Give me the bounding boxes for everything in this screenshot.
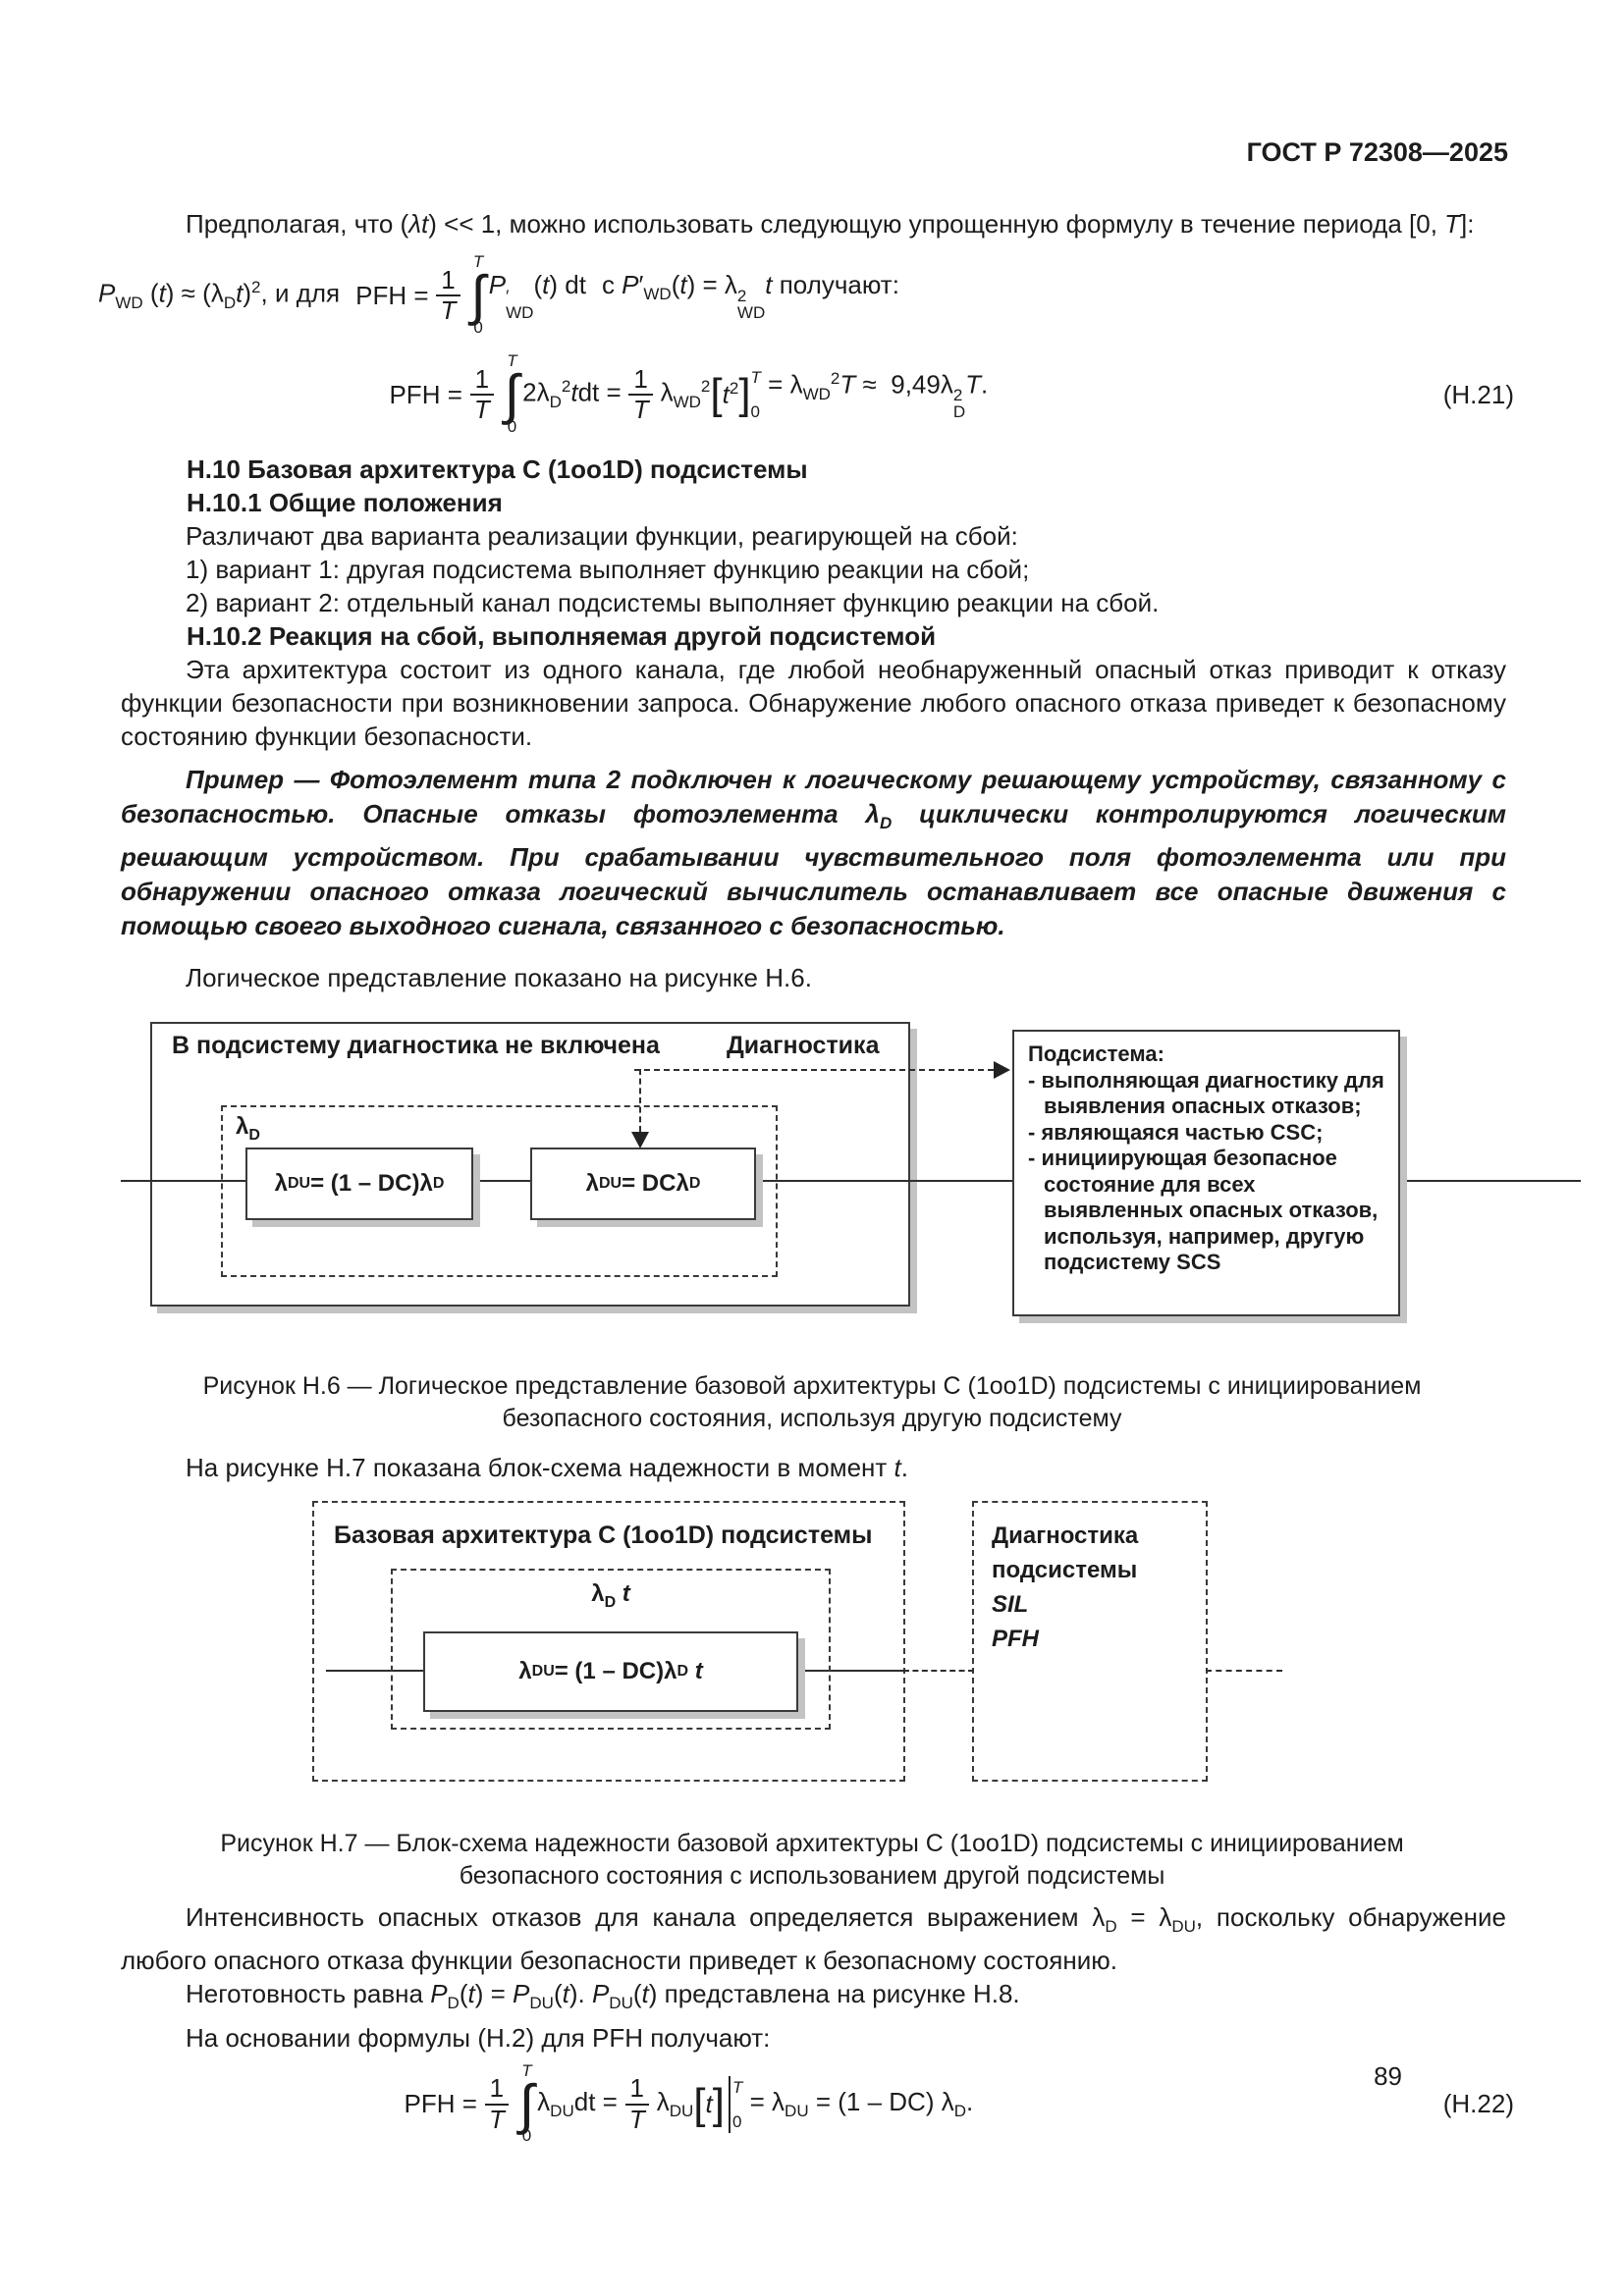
main-line <box>121 1180 1581 1183</box>
paragraph-failure-rate: Интенсивность опасных отказов для канала… <box>121 1902 1506 1976</box>
figure-h7-intro: На рисунке Н.7 показана блок-схема надеж… <box>186 1453 909 1483</box>
paragraph-basis: На основании формулы (Н.2) для PFH получ… <box>186 2022 771 2053</box>
sil-label: SIL <box>992 1591 1029 1619</box>
diagnostics-subsystem-item: - являющаяся частью CSC; <box>1028 1119 1324 1145</box>
evaluation-bar <box>729 2075 731 2133</box>
figure-h7: Базовая архитектура С (1oo1D) подсистемы… <box>0 1494 1624 1800</box>
page-header: ГОСТ Р 72308—2025 <box>0 137 1508 168</box>
figure-h6: В подсистему диагностика не включена Диа… <box>0 1012 1624 1341</box>
figure-h7-caption: Рисунок Н.7 — Блок-схема надежности базо… <box>220 1830 1404 1891</box>
diagnostics-subsystem-item: - выполняющая диагностику для выявления … <box>1028 1067 1384 1119</box>
diagnostics-drop-line <box>639 1069 641 1133</box>
paragraph-unavailability: Неготовность равна PD(t) = PDU(t). PDU(t… <box>186 1979 1020 2013</box>
section-heading-h102: Н.10.2 Реакция на сбой, выполняемая друг… <box>187 621 937 651</box>
doc-number: ГОСТ Р 72308—2025 <box>1246 137 1508 167</box>
architecture-outer-box-label: Базовая архитектура С (1oo1D) подсистемы <box>334 1522 873 1550</box>
diagnostics-line: Диагностика <box>992 1522 1139 1550</box>
diagnostics-label: Диагностика <box>727 1032 880 1060</box>
section-heading-h10: Н.10 Базовая архитектура С (1oo1D) подси… <box>187 454 808 484</box>
list-item-2: 2) вариант 2: отдельный канал подсистемы… <box>186 588 1160 617</box>
section-heading-h101: Н.10.1 Общие положения <box>187 488 503 517</box>
pfh-integral: PFH = <box>355 280 429 310</box>
subsystem-outer-box-label: В подсистему диагностика не включена <box>172 1032 660 1060</box>
lambda-dt-label: λD t <box>591 1580 630 1611</box>
figure-h6-intro: Логическое представление показано на рис… <box>186 963 812 993</box>
paragraph: Различают два варианта реализации функци… <box>186 521 1018 551</box>
figure-h6-caption: Рисунок Н.6 — Логическое представление б… <box>202 1372 1422 1433</box>
lambda-d-dashed-box <box>221 1105 778 1278</box>
diagnostics-subsystem-box: Подсистема: - выполняющая диагностику дл… <box>1012 1030 1400 1317</box>
equation-label: (Н.21) <box>1442 379 1514 409</box>
integral: T∫0 <box>470 252 486 337</box>
diagnostics-subsystem-box: Диагностика подсистемы SIL PFH <box>972 1501 1208 1783</box>
pfh-label: PFH <box>992 1626 1039 1653</box>
equation-label: (Н.22) <box>1442 2089 1514 2119</box>
link-dash-left <box>903 1670 974 1673</box>
list-item-1: 1) вариант 1: другая подсистема выполняе… <box>186 555 1030 584</box>
lambda-d-label: λD <box>236 1113 260 1144</box>
diagnostics-subsystem-item: - инициирующая безопасное состояние для … <box>1028 1146 1379 1275</box>
diagnostics-arrowhead <box>994 1061 1010 1080</box>
diagnostics-subsystem-title: Подсистема: <box>1028 1041 1164 1067</box>
integral: T∫0 <box>518 2060 535 2146</box>
diagnostics-drop-arrowhead <box>631 1132 649 1149</box>
page-number: 89 <box>1374 2061 1402 2091</box>
intro-paragraph: Предполагая, что (λt) << 1, можно исполь… <box>186 209 1475 239</box>
example-block: Пример — Фотоэлемент типа 2 подключен к … <box>121 765 1506 941</box>
integral: T∫0 <box>504 351 520 436</box>
architecture-outer-box <box>312 1501 905 1783</box>
link-dash-right <box>1206 1670 1282 1673</box>
diagnostics-line: подсистемы <box>992 1557 1138 1584</box>
lambda-dt-dashed-box <box>391 1569 831 1731</box>
paragraph-h102: Эта архитектура состоит из одного канала… <box>121 655 1506 751</box>
diagnostics-arrow-line <box>634 1069 994 1072</box>
